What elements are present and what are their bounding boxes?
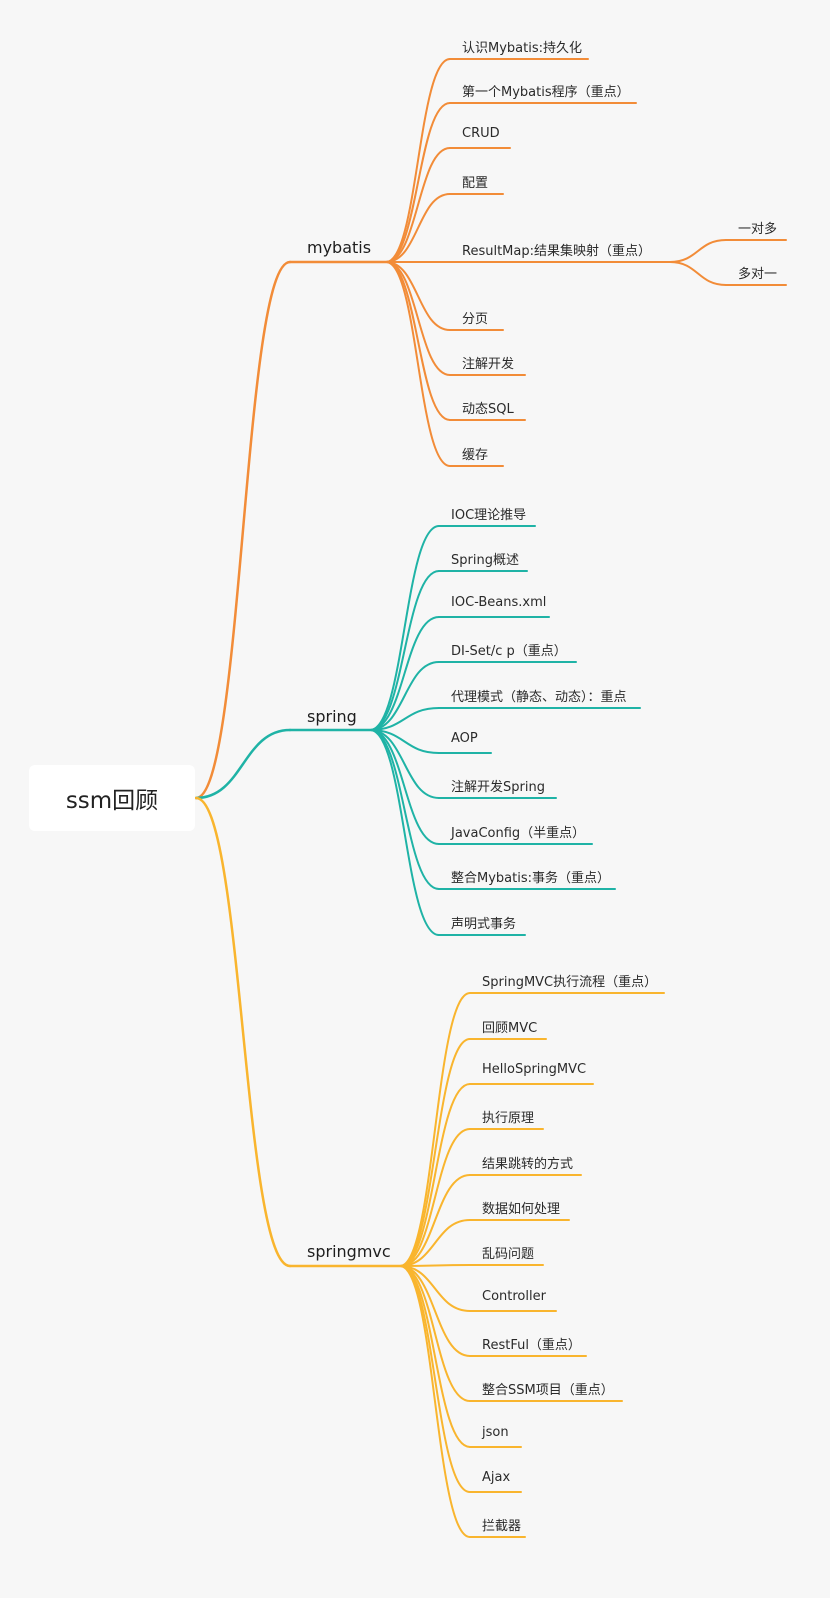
mybatis-leaf-0[interactable]: 认识Mybatis:持久化 [462,41,582,56]
springmvc-leaf-5[interactable]: 数据如何处理 [482,1202,561,1217]
resultmap-sub-connector [669,261,727,286]
branch-spring[interactable]: spring [307,707,357,726]
spring-leaf-2[interactable]: IOC-Beans.xml [451,595,547,610]
springmvc-leaf-8[interactable]: RestFul（重点） [482,1338,581,1353]
spring-leaf-1[interactable]: Spring概述 [451,553,519,568]
mybatis-leaf-connector [385,193,451,263]
spring-leaf-4[interactable]: 代理模式（静态、动态）：重点 [451,690,627,705]
springmvc-leaf-2[interactable]: HelloSpringMVC [482,1062,587,1077]
springmvc-leaf-10[interactable]: json [482,1425,509,1440]
mybatis-leaf-6[interactable]: 注解开发 [462,357,515,372]
spring-leaf-connector [369,525,440,731]
spring-leaf-6[interactable]: 注解开发Spring [451,780,545,795]
spring-leaf-connector [369,661,440,731]
spring-leaf-8[interactable]: 整合Mybatis:事务（重点） [451,871,610,886]
mybatis-root-connector [194,260,292,800]
spring-leaf-9[interactable]: 声明式事务 [451,917,517,932]
mybatis-leaf-5[interactable]: 分页 [462,312,489,327]
springmvc-leaf-6[interactable]: 乱码问题 [482,1247,535,1262]
springmvc-leaf-0[interactable]: SpringMVC执行流程（重点） [482,975,658,990]
spring-leaf-0[interactable]: IOC理论推导 [451,508,527,523]
spring-leaf-connector [369,616,440,731]
mybatis-leaf-connector [385,102,451,263]
springmvc-leaf-connector [399,1174,471,1267]
springmvc-leaf-4[interactable]: 结果跳转的方式 [482,1157,574,1172]
springmvc-leaf-connector [399,1038,471,1267]
springmvc-leaf-7[interactable]: Controller [482,1289,546,1304]
spring-leaf-connector [369,729,440,890]
springmvc-leaf-connector [399,1265,471,1538]
springmvc-leaf-connector [399,1265,471,1357]
resultmap-sub-1[interactable]: 多对一 [738,267,778,282]
spring-leaf-connector [369,729,440,754]
mybatis-leaf-8[interactable]: 缓存 [462,448,489,463]
mybatis-leaf-connector [385,147,451,263]
resultmap-sub-0[interactable]: 一对多 [738,222,778,237]
springmvc-leaf-connector [399,1264,471,1267]
root-node[interactable]: ssm回顾 [29,765,195,831]
mybatis-leaf-7[interactable]: 动态SQL [462,402,514,417]
spring-leaf-connector [369,570,440,731]
resultmap-sub-connector [669,239,727,263]
mybatis-leaf-connector [385,261,451,467]
spring-leaf-7[interactable]: JavaConfig（半重点） [451,826,586,841]
springmvc-leaf-11[interactable]: Ajax [482,1470,511,1485]
springmvc-leaf-connector [399,1265,471,1493]
springmvc-root-connector [194,796,292,1268]
spring-leaf-connector [369,729,440,799]
springmvc-leaf-3[interactable]: 执行原理 [482,1111,535,1126]
springmvc-leaf-1[interactable]: 回顾MVC [482,1021,538,1036]
springmvc-leaf-connector [399,1219,471,1267]
springmvc-leaf-connector [399,1265,471,1448]
spring-leaf-connector [369,729,440,936]
springmvc-leaf-12[interactable]: 拦截器 [482,1519,522,1534]
spring-root-connector [194,728,292,800]
springmvc-leaf-connector [399,1083,471,1267]
mybatis-leaf-1[interactable]: 第一个Mybatis程序（重点） [462,85,630,100]
springmvc-leaf-connector [399,1265,471,1312]
springmvc-leaf-9[interactable]: 整合SSM项目（重点） [482,1383,614,1398]
spring-leaf-connector [369,707,440,731]
branch-mybatis[interactable]: mybatis [307,238,372,257]
springmvc-leaf-connector [399,992,471,1267]
springmvc-leaf-connector [399,1265,471,1402]
branch-springmvc[interactable]: springmvc [307,1242,391,1261]
mybatis-leaf-2[interactable]: CRUD [462,126,500,141]
mybatis-leaf-connector [385,261,451,421]
mybatis-leaf-connector [385,58,451,263]
mybatis-leaf-4[interactable]: ResultMap:结果集映射（重点） [462,244,651,259]
mybatis-leaf-3[interactable]: 配置 [462,176,489,191]
spring-leaf-5[interactable]: AOP [451,731,478,746]
root-label: ssm回顾 [65,788,159,814]
springmvc-leaf-connector [399,1128,471,1267]
spring-leaf-3[interactable]: DI-Set/c p（重点） [451,644,567,659]
